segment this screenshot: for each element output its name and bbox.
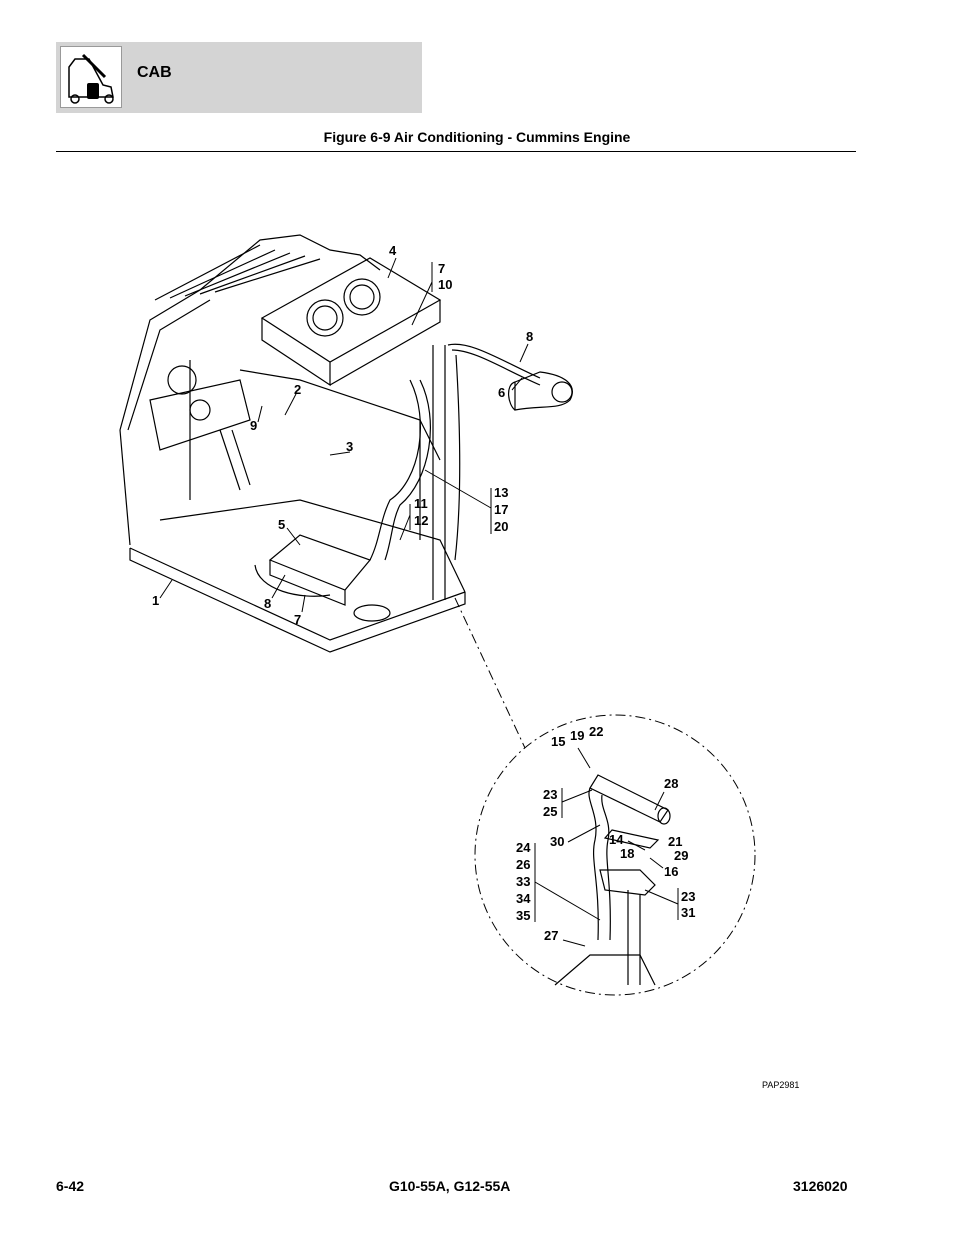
model-numbers: G10-55A, G12-55A xyxy=(389,1178,511,1194)
callout-26: 26 xyxy=(516,857,531,872)
callout-24: 24 xyxy=(516,840,531,855)
callout-1: 1 xyxy=(152,593,160,608)
callout-33: 33 xyxy=(516,874,531,889)
callout-4: 4 xyxy=(389,243,397,258)
section-title: CAB xyxy=(137,64,172,81)
callout-7-top: 7 xyxy=(438,261,446,276)
callout-3: 3 xyxy=(346,439,354,454)
callout-30: 30 xyxy=(550,834,565,849)
callout-2: 2 xyxy=(294,382,302,397)
callout-23-bottom: 23 xyxy=(681,889,696,904)
callout-6: 6 xyxy=(498,385,506,400)
callout-18: 18 xyxy=(620,846,635,861)
figure-reference-code: PAP2981 xyxy=(762,1080,800,1090)
document-number: 3126020 xyxy=(793,1178,848,1194)
callout-13: 13 xyxy=(494,485,509,500)
callout-21: 21 xyxy=(668,834,683,849)
telehandler-machine-icon xyxy=(60,46,122,108)
callout-11: 11 xyxy=(414,496,428,511)
callout-34: 34 xyxy=(516,891,531,906)
callout-17: 17 xyxy=(494,502,509,517)
callout-5: 5 xyxy=(278,517,286,532)
callout-29: 29 xyxy=(674,848,689,863)
callout-25: 25 xyxy=(543,804,558,819)
callout-19: 19 xyxy=(570,728,585,743)
title-divider xyxy=(56,151,856,152)
callout-7-bottom: 7 xyxy=(294,612,302,627)
callout-16: 16 xyxy=(664,864,679,879)
callout-28: 28 xyxy=(664,776,679,791)
page-number: 6-42 xyxy=(56,1178,85,1194)
callout-10: 10 xyxy=(438,277,453,292)
callout-27: 27 xyxy=(544,928,559,943)
callout-35: 35 xyxy=(516,908,531,923)
callout-20: 20 xyxy=(494,519,509,534)
callout-31: 31 xyxy=(681,905,696,920)
figure-title: Figure 6-9 Air Conditioning - Cummins En… xyxy=(323,129,631,145)
callout-23-top: 23 xyxy=(543,787,558,802)
callout-8-top: 8 xyxy=(526,329,534,344)
callout-14: 14 xyxy=(609,832,624,847)
callout-15: 15 xyxy=(551,734,566,749)
callout-22: 22 xyxy=(589,724,604,739)
callout-8-bottom: 8 xyxy=(264,596,272,611)
callout-12: 12 xyxy=(414,513,429,528)
callout-9: 9 xyxy=(250,418,258,433)
